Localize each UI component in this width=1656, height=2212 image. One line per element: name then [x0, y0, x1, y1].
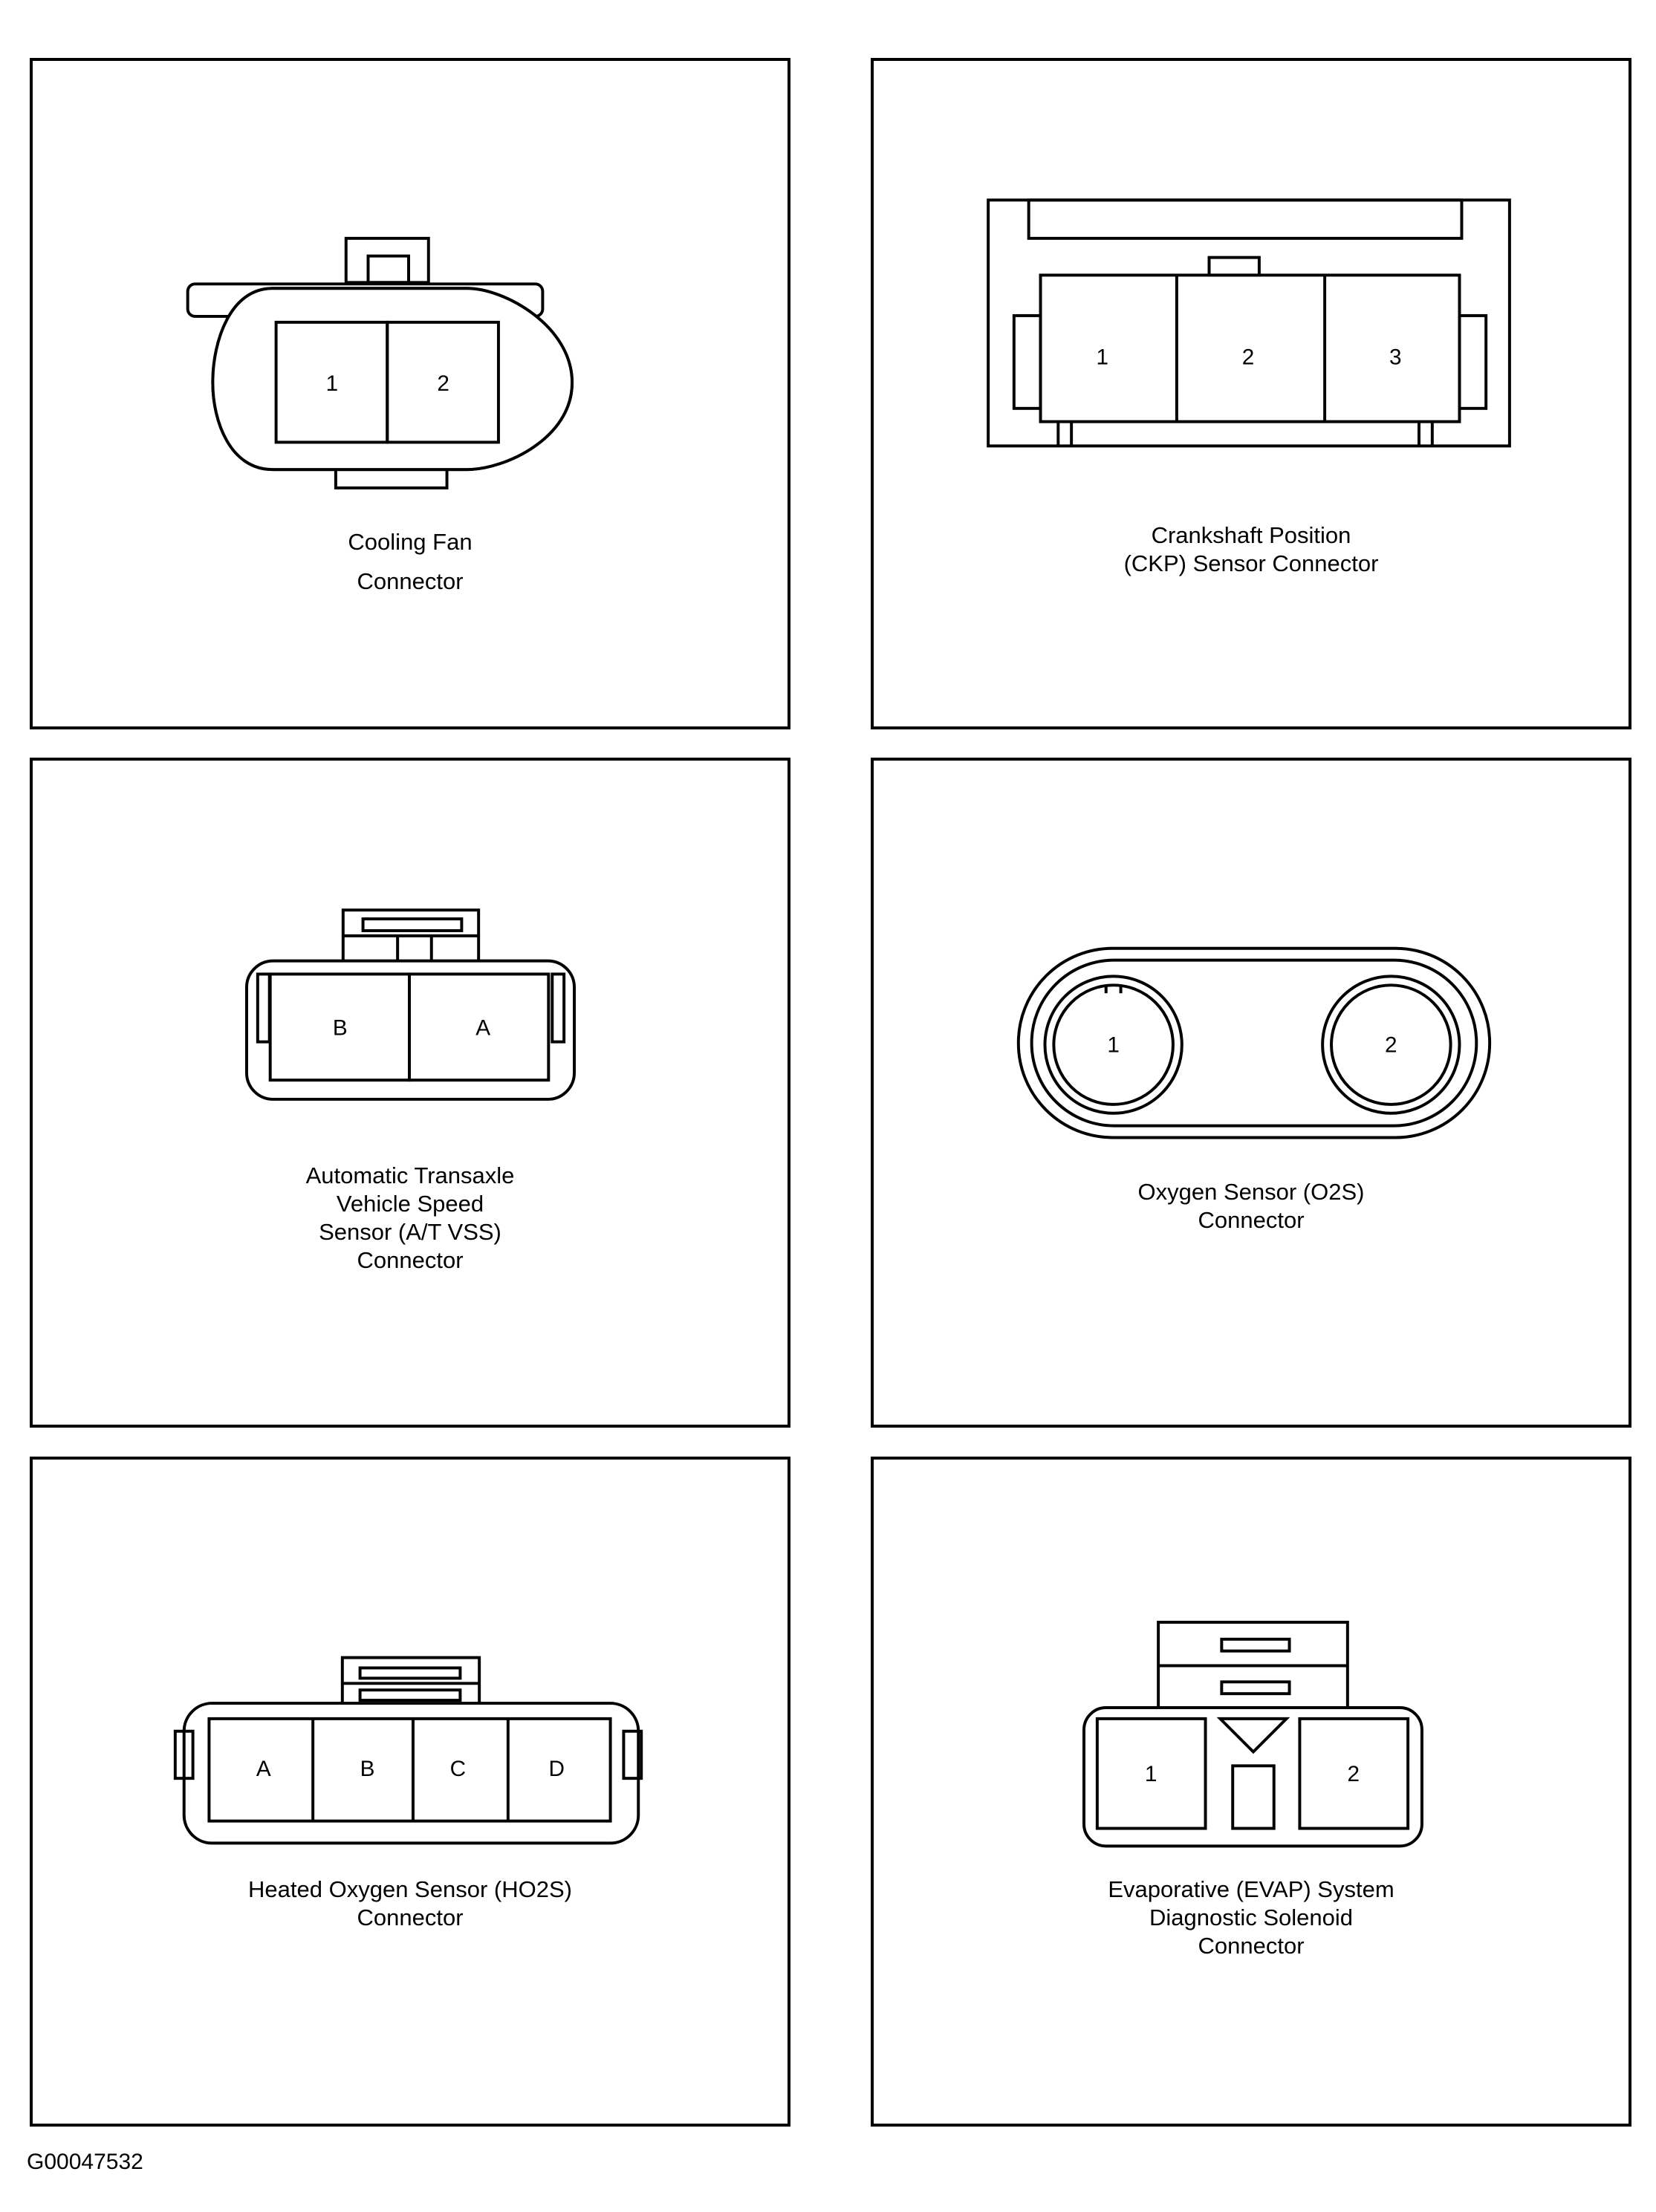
- ckp-caption: Crankshaft Position (CKP) Sensor Connect…: [874, 521, 1629, 578]
- cooling-fan-caption: Cooling Fan Connector: [33, 522, 788, 601]
- pin-label-2: 2: [1242, 345, 1255, 369]
- pin-label-b: B: [333, 1016, 348, 1041]
- at-vss-connector-outline: B A: [244, 908, 577, 1101]
- ckp-sensor-connector-panel: 1 2 3 Crankshaft Position (CKP) Sensor C…: [871, 58, 1631, 729]
- caption-line: Connector: [357, 568, 464, 594]
- pin-label-d: D: [549, 1757, 565, 1781]
- pin-label-1: 1: [326, 371, 339, 396]
- ho2s-caption: Heated Oxygen Sensor (HO2S) Connector: [33, 1876, 788, 1932]
- pin-label-a: A: [256, 1757, 271, 1781]
- caption-line: Crankshaft Position: [1151, 522, 1351, 548]
- ho2s-connector-drawing: A B C D: [173, 1656, 643, 1845]
- figure-id-label: G00047532: [27, 2150, 143, 2174]
- pin-cell-2: [386, 320, 500, 444]
- ckp-sensor-connector-drawing: 1 2 3: [987, 198, 1511, 448]
- at-vss-connector-panel: B A Automatic Transaxle Vehicle Speed Se…: [30, 758, 790, 1428]
- evap-solenoid-connector-drawing: 1 2: [1082, 1621, 1423, 1848]
- pin-label-3: 3: [1389, 345, 1402, 369]
- caption-line: Connector: [357, 1904, 464, 1930]
- caption-line: Diagnostic Solenoid: [1149, 1904, 1353, 1930]
- pin-label-1: 1: [1107, 1032, 1120, 1057]
- caption-line: Sensor (A/T VSS): [319, 1219, 501, 1245]
- o2s-caption: Oxygen Sensor (O2S) Connector: [874, 1178, 1629, 1235]
- evap-caption: Evaporative (EVAP) System Diagnostic Sol…: [874, 1876, 1629, 1960]
- pin-label-2: 2: [1385, 1032, 1397, 1057]
- cooling-fan-connector-panel: 1 2 Cooling Fan Connector: [30, 58, 790, 729]
- caption-line: Connector: [1198, 1207, 1305, 1233]
- caption-line: Heated Oxygen Sensor (HO2S): [248, 1876, 572, 1902]
- caption-line: Automatic Transaxle: [305, 1162, 515, 1188]
- pin-label-1: 1: [1097, 345, 1109, 369]
- cooling-fan-connector-drawing: 1 2: [186, 236, 574, 489]
- o2s-connector-drawing: 1 2: [1016, 946, 1492, 1139]
- caption-line: (CKP) Sensor Connector: [1123, 550, 1379, 576]
- caption-line: Cooling Fan: [348, 529, 473, 555]
- ho2s-connector-panel: A B C D Heated Oxygen Sensor (HO2S) Conn…: [30, 1457, 790, 2127]
- caption-line: Vehicle Speed: [336, 1191, 484, 1217]
- pin-label-a: A: [475, 1016, 490, 1041]
- pin-label-2: 2: [1348, 1762, 1360, 1786]
- pin-label-b: B: [360, 1757, 375, 1781]
- at-vss-caption: Automatic Transaxle Vehicle Speed Sensor…: [33, 1162, 788, 1275]
- pin-label-1: 1: [1145, 1762, 1157, 1786]
- pin-label-c: C: [450, 1757, 466, 1781]
- caption-line: Oxygen Sensor (O2S): [1137, 1179, 1365, 1205]
- caption-line: Connector: [357, 1247, 464, 1273]
- evap-solenoid-connector-panel: 1 2 Evaporative (EVAP) System Diagnostic…: [871, 1457, 1631, 2127]
- pin-label-2: 2: [437, 371, 449, 396]
- caption-line: Evaporative (EVAP) System: [1108, 1876, 1394, 1902]
- o2s-connector-panel: 1 2 Oxygen Sensor (O2S) Connector: [871, 758, 1631, 1428]
- caption-line: Connector: [1198, 1933, 1305, 1959]
